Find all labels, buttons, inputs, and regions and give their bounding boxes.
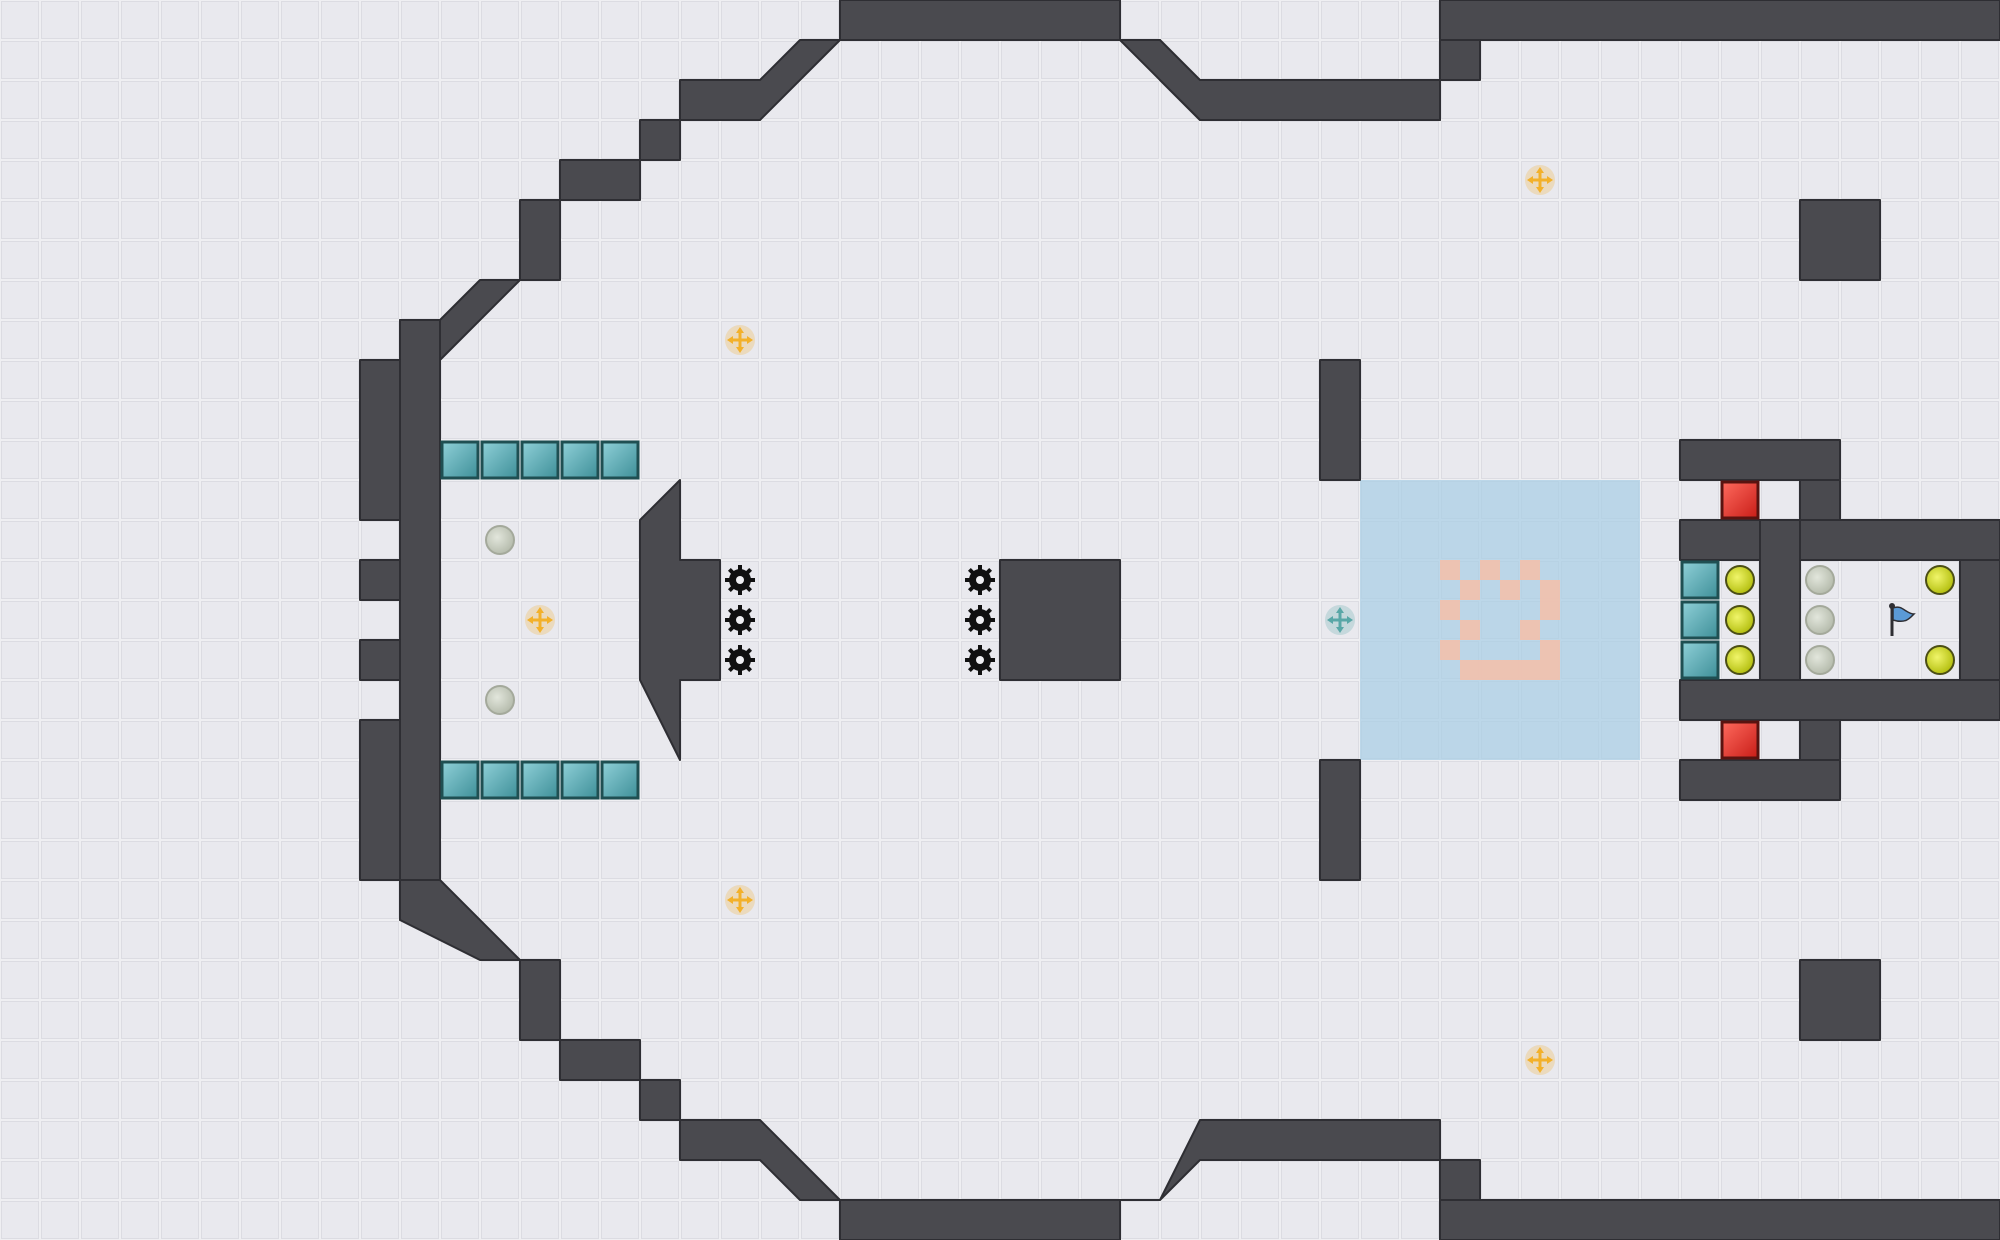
- gray-coin: [1805, 605, 1835, 635]
- glass-block: [600, 760, 640, 800]
- gravity-orb-teal-icon: [1325, 605, 1355, 635]
- gold-coin: [1725, 565, 1755, 595]
- red-block: [1720, 720, 1760, 760]
- glass-block: [1680, 640, 1720, 680]
- glass-block: [480, 440, 520, 480]
- gray-coins: [485, 525, 1835, 715]
- gray-coin: [1805, 645, 1835, 675]
- glass-block: [440, 440, 480, 480]
- gold-coins: [1725, 565, 1955, 675]
- red-blocks: [1720, 480, 1760, 760]
- gray-coin: [485, 525, 515, 555]
- gold-coin: [1725, 645, 1755, 675]
- gold-coin: [1725, 605, 1755, 635]
- gravity-orbs: [525, 165, 1555, 1075]
- red-block: [1720, 480, 1760, 520]
- gravity-orb-icon: [725, 885, 755, 915]
- glass-block: [560, 760, 600, 800]
- walls: [359, 0, 2000, 1240]
- glass-block: [440, 760, 480, 800]
- spike-wheel-icon: [965, 645, 995, 675]
- spike-wheel-icon: [965, 605, 995, 635]
- gravity-orb-icon: [725, 325, 755, 355]
- glass-block: [520, 760, 560, 800]
- checker-pattern: [1440, 560, 1560, 680]
- spike-wheel-icon: [965, 565, 995, 595]
- gray-coin: [485, 685, 515, 715]
- spike-wheel-icon: [725, 565, 755, 595]
- gravity-orb-icon: [1525, 165, 1555, 195]
- spike-wheel-icon: [725, 605, 755, 635]
- gravity-orb-icon: [1525, 1045, 1555, 1075]
- flag-icon: [1889, 603, 1916, 636]
- glass-block: [1680, 600, 1720, 640]
- spike-wheel-icon: [725, 645, 755, 675]
- spike-wheels: [725, 565, 995, 675]
- glass-block: [600, 440, 640, 480]
- glass-block: [1680, 560, 1720, 600]
- glass-block: [520, 440, 560, 480]
- gravity-orb-icon: [525, 605, 555, 635]
- glass-block: [560, 440, 600, 480]
- gold-coin: [1925, 645, 1955, 675]
- gold-coin: [1925, 565, 1955, 595]
- glass-block: [480, 760, 520, 800]
- gray-coin: [1805, 565, 1835, 595]
- light-zone: [1360, 480, 1640, 760]
- glass-blocks: [440, 440, 1720, 800]
